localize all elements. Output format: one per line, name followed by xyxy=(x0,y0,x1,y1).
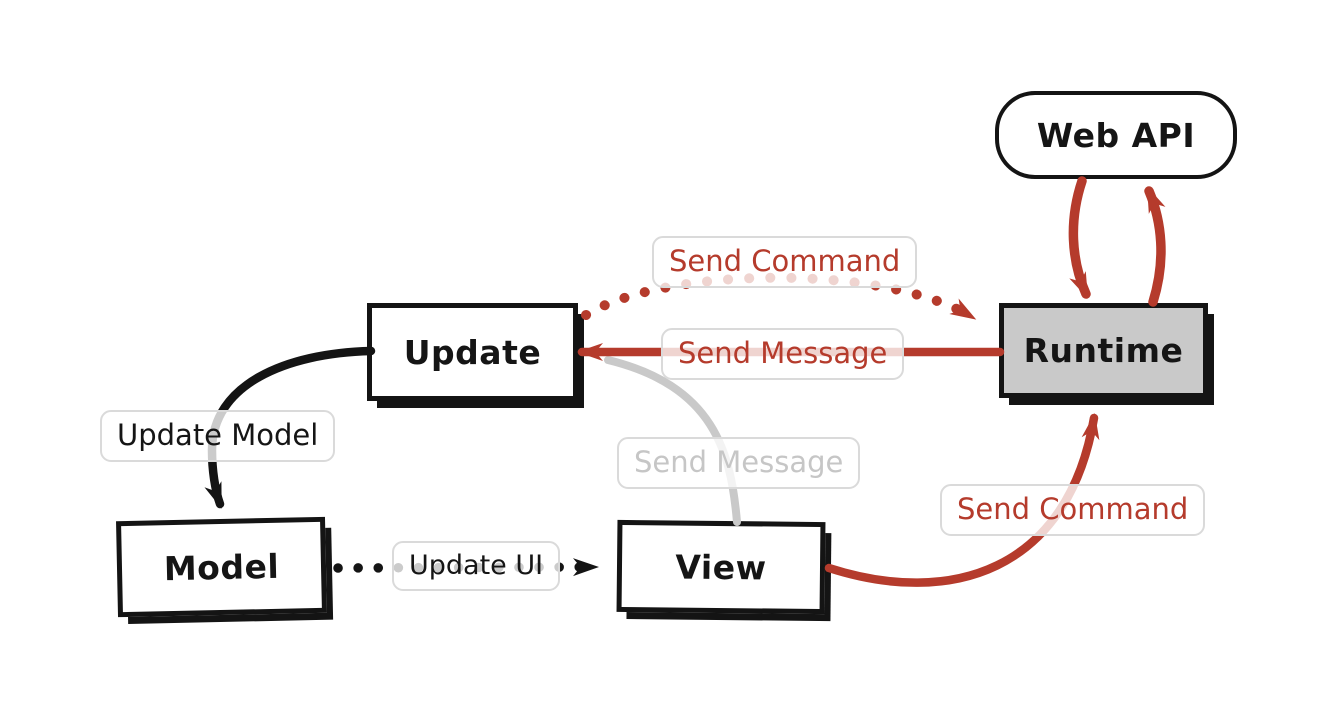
edge-label-send-command-view-runtime: Send Command xyxy=(940,484,1206,536)
edge-label-send-command-update-runtime: Send Command xyxy=(652,236,918,288)
node-web-api-label: Web API xyxy=(1036,115,1196,155)
edge-runtime-to-webapi xyxy=(1144,186,1166,307)
edge-label-send-message-runtime-update: Send Message xyxy=(661,328,905,380)
node-runtime: Runtime xyxy=(999,303,1208,398)
node-model-label: Model xyxy=(163,546,280,588)
edge-webapi-to-runtime xyxy=(1068,176,1091,299)
node-model: Model xyxy=(116,516,327,618)
edge-label-update-ui: Update UI xyxy=(392,541,561,591)
edge-label-send-message-view-update: Send Message xyxy=(617,437,861,489)
edge-label-update-model: Update Model xyxy=(100,410,336,462)
node-web-api: Web API xyxy=(995,91,1237,179)
node-update: Update xyxy=(367,303,578,401)
node-view-label: View xyxy=(675,547,767,587)
node-update-label: Update xyxy=(403,332,542,372)
node-runtime-label: Runtime xyxy=(1023,331,1184,370)
node-view: View xyxy=(616,519,826,615)
